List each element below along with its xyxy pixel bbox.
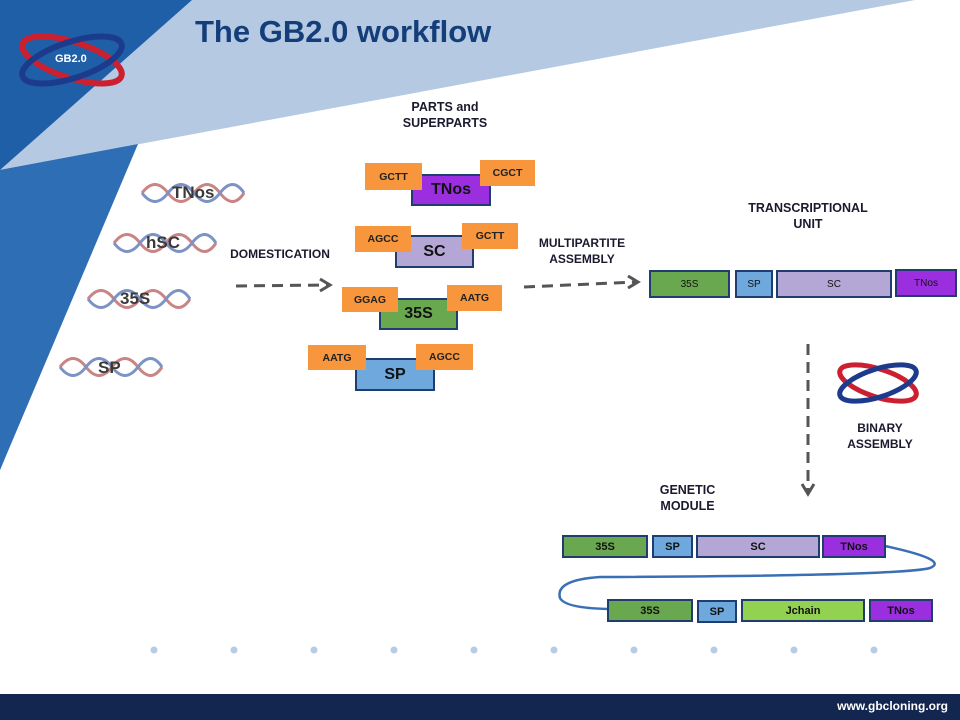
tu-block-35s: 35S (649, 270, 730, 298)
gm1-block-35s: 35S (562, 535, 648, 558)
overhang-left: GGAG (342, 287, 398, 312)
dna-sp: SP (58, 350, 164, 389)
binary-logo (832, 360, 924, 411)
dna-hsc: hSC (112, 226, 218, 265)
dna-helix-icon (86, 289, 192, 309)
dna-tnos: TNos (140, 176, 246, 215)
gm2-block-tnos: TNos (869, 599, 933, 622)
binary-label: BINARY ASSEMBLY (847, 421, 913, 451)
dna-helix-icon (58, 357, 164, 377)
dna-label: TNos (172, 183, 215, 202)
footer-bar (0, 694, 960, 720)
dna-label: hSC (146, 233, 180, 252)
footer-url[interactable]: www.gbcloning.org (837, 699, 948, 713)
overhang-right: AATG (447, 285, 502, 311)
dna-label: SP (98, 358, 121, 377)
gm1-block-sp: SP (652, 535, 693, 558)
tu-block-sc: SC (776, 270, 892, 298)
page-title: The GB2.0 workflow (195, 14, 492, 49)
overhang-left: AATG (308, 345, 366, 370)
overhang-right: AGCC (416, 344, 473, 370)
gm2-block-35s: 35S (607, 599, 693, 622)
overhang-left: GCTT (365, 163, 422, 190)
overhang-right: CGCT (480, 160, 535, 186)
overhang-right: GCTT (462, 223, 518, 249)
overhang-left: AGCC (355, 226, 411, 252)
logo-text: GB2.0 (55, 53, 87, 65)
parts-label: PARTS and SUPERPARTS (402, 100, 488, 130)
gb-logo-icon (837, 362, 919, 404)
dna-35s: 35S (86, 282, 192, 321)
dot-row (150, 646, 878, 654)
gm1-block-sc: SC (696, 535, 820, 558)
gb-logo-icon (19, 33, 125, 87)
dna-label: 35S (120, 289, 151, 308)
part-tnos: TNos (411, 174, 491, 206)
light-blue-triangle (0, 0, 915, 170)
domestication-arrow (235, 283, 329, 288)
tu-block-tnos: TNos (895, 269, 957, 297)
gm2-block-sp: SP (697, 600, 737, 623)
mid-blue-triangle (0, 144, 138, 470)
gm1-block-tnos: TNos (822, 535, 886, 558)
domestication-label: DOMESTICATION (230, 247, 330, 261)
tu-label: TRANSCRIPTIONAL UNIT (748, 201, 868, 231)
tu-block-sp: SP (735, 270, 773, 298)
multipartite-arrow (523, 280, 637, 289)
multipartite-label: MULTIPARTITE ASSEMBLY (538, 236, 626, 266)
dna-helix-icon (140, 183, 246, 203)
gb-logo: GB2.0 (12, 30, 132, 90)
module-connector (558, 544, 936, 611)
dna-helix-icon (112, 233, 218, 253)
gm2-block-jchain: Jchain (741, 599, 865, 622)
gm-label: GENETIC MODULE (659, 483, 716, 513)
